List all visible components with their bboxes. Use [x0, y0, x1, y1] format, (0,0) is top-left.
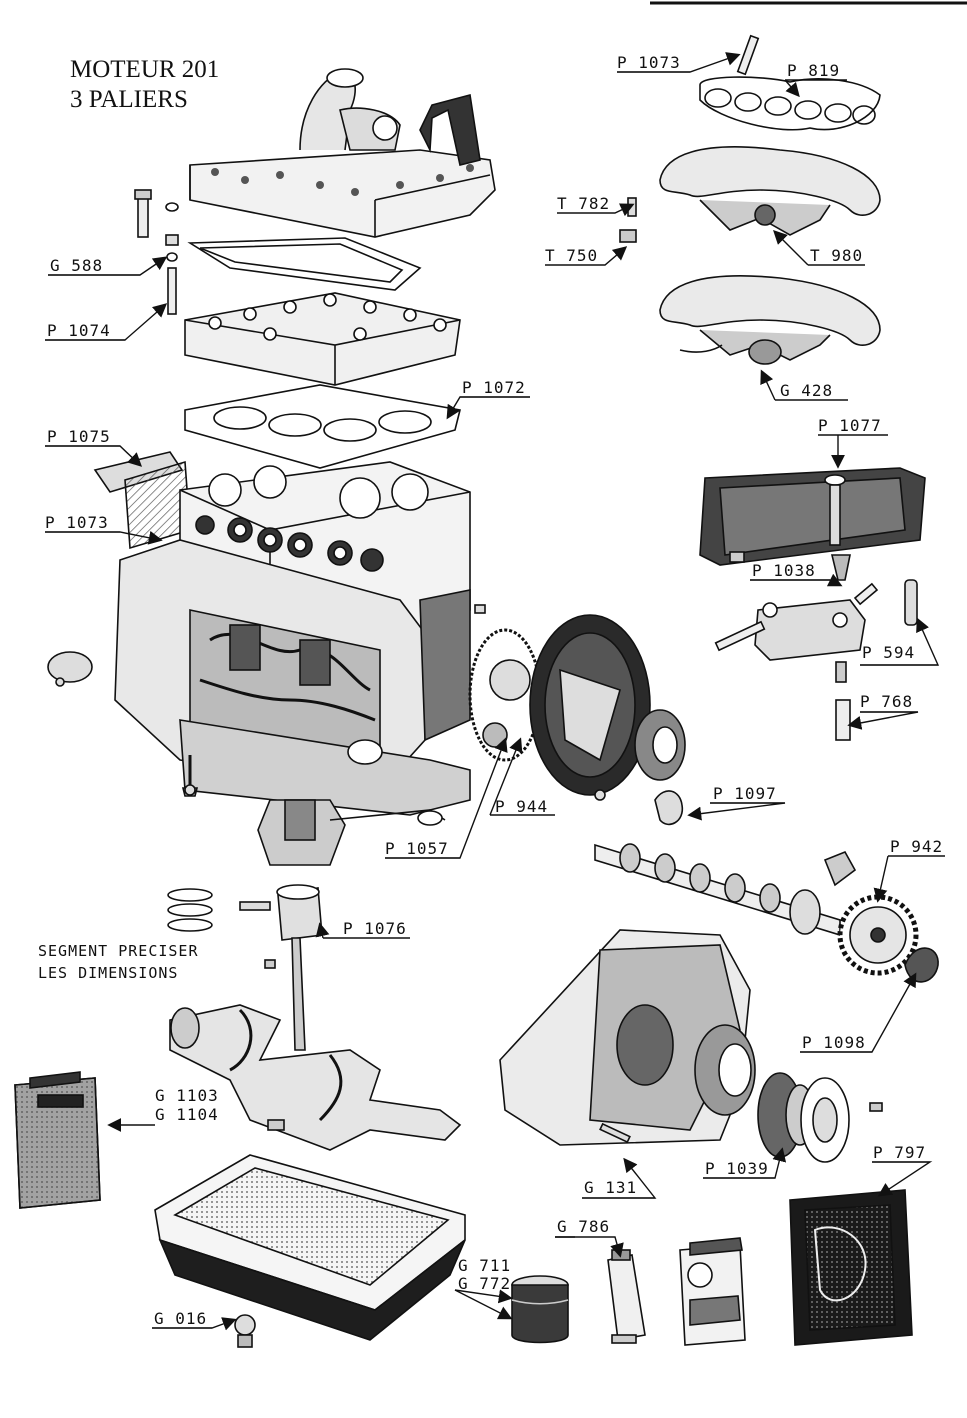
- label-underlines: [45, 71, 938, 1329]
- stud-and-nut-drawing: [165, 234, 179, 315]
- part-label-p1076: P 1076: [343, 919, 407, 938]
- part-label-g588: G 588: [50, 256, 104, 275]
- part-label-p1077: P 1077: [818, 416, 882, 435]
- part-label-p797: P 797: [873, 1143, 927, 1162]
- flywheel-drawing: [529, 614, 686, 796]
- front-housing-drawing: [499, 929, 883, 1163]
- part-label-p1057: P 1057: [385, 839, 449, 858]
- cover-bolt-drawing: [134, 189, 179, 238]
- part-label-g772: G 772: [458, 1274, 512, 1293]
- part-label-g016: G 016: [154, 1309, 208, 1328]
- part-label-p1038: P 1038: [752, 561, 816, 580]
- cam-sprocket-drawing: [823, 850, 919, 976]
- exhaust-manifold-lower-drawing: [659, 275, 881, 365]
- piston-rings-drawing: [167, 888, 213, 932]
- small-bolts-drawing: [619, 197, 637, 243]
- camshaft-drawing: [594, 843, 841, 937]
- part-label-g711: G 711: [458, 1256, 512, 1275]
- piston-drawing: [239, 884, 323, 1051]
- part-label-p1072: P 1072: [462, 378, 526, 397]
- clip-drawing: [654, 790, 684, 826]
- part-label-p768: P 768: [860, 692, 914, 711]
- exhaust-manifold-upper-drawing: [659, 146, 881, 236]
- part-label-g1104: G 1104: [155, 1105, 219, 1124]
- manifold-gasket-drawing: [699, 76, 881, 131]
- part-label-g428: G 428: [780, 381, 834, 400]
- rocker-cover-drawing: [189, 68, 496, 238]
- part-label-p1074: P 1074: [47, 321, 111, 340]
- part-label-p594: P 594: [862, 643, 916, 662]
- engine-block-drawing: [47, 461, 471, 816]
- segment-note-line2: LES DIMENSIONS: [38, 964, 179, 982]
- gasket-set-drawing: [789, 1189, 913, 1346]
- small-nuts-drawing: [55, 604, 606, 801]
- part-label-g131: G 131: [584, 1178, 638, 1197]
- part-label-g1103: G 1103: [155, 1086, 219, 1105]
- oil-pump-drawing: [257, 799, 446, 866]
- crankshaft-drawing: [169, 1004, 462, 1151]
- part-label-p1098: P 1098: [802, 1033, 866, 1052]
- part-label-g786: G 786: [557, 1217, 611, 1236]
- part-label-p942: P 942: [890, 837, 944, 856]
- part-label-p1073-mid: P 1073: [45, 513, 109, 532]
- part-label-p944: P 944: [495, 797, 549, 816]
- part-label-p1039: P 1039: [705, 1159, 769, 1178]
- rocker-gasket-drawing: [187, 237, 422, 291]
- segment-note-line1: SEGMENT PRECISER: [38, 942, 199, 960]
- part-label-t980: T 980: [810, 246, 864, 265]
- head-gasket-drawing: [184, 384, 461, 469]
- grease-tube-drawing: [607, 1249, 646, 1344]
- part-label-p1073-top: P 1073: [617, 53, 681, 72]
- sealant-can-drawing: [511, 1275, 569, 1344]
- part-label-t750: T 750: [545, 246, 599, 265]
- intake-manifold-drawing: [699, 467, 926, 566]
- oil-pan-drawing: [154, 1154, 466, 1348]
- stud-p1073-drawing: [736, 34, 760, 76]
- part-label-t782: T 782: [557, 194, 611, 213]
- diagram-title-line2: 3 PALIERS: [70, 86, 188, 113]
- rocker-assembly-drawing: [714, 551, 918, 741]
- part-label-p1097: P 1097: [713, 784, 777, 803]
- cylinder-head-drawing: [184, 292, 461, 386]
- part-label-p1075: P 1075: [47, 427, 111, 446]
- oil-tin-drawing: [679, 1237, 746, 1346]
- part-label-p819: P 819: [787, 61, 841, 80]
- diagram-title-line1: MOTEUR 201: [70, 56, 220, 83]
- side-cover-plate-drawing: [93, 451, 191, 550]
- oil-can-drawing: [14, 1071, 101, 1209]
